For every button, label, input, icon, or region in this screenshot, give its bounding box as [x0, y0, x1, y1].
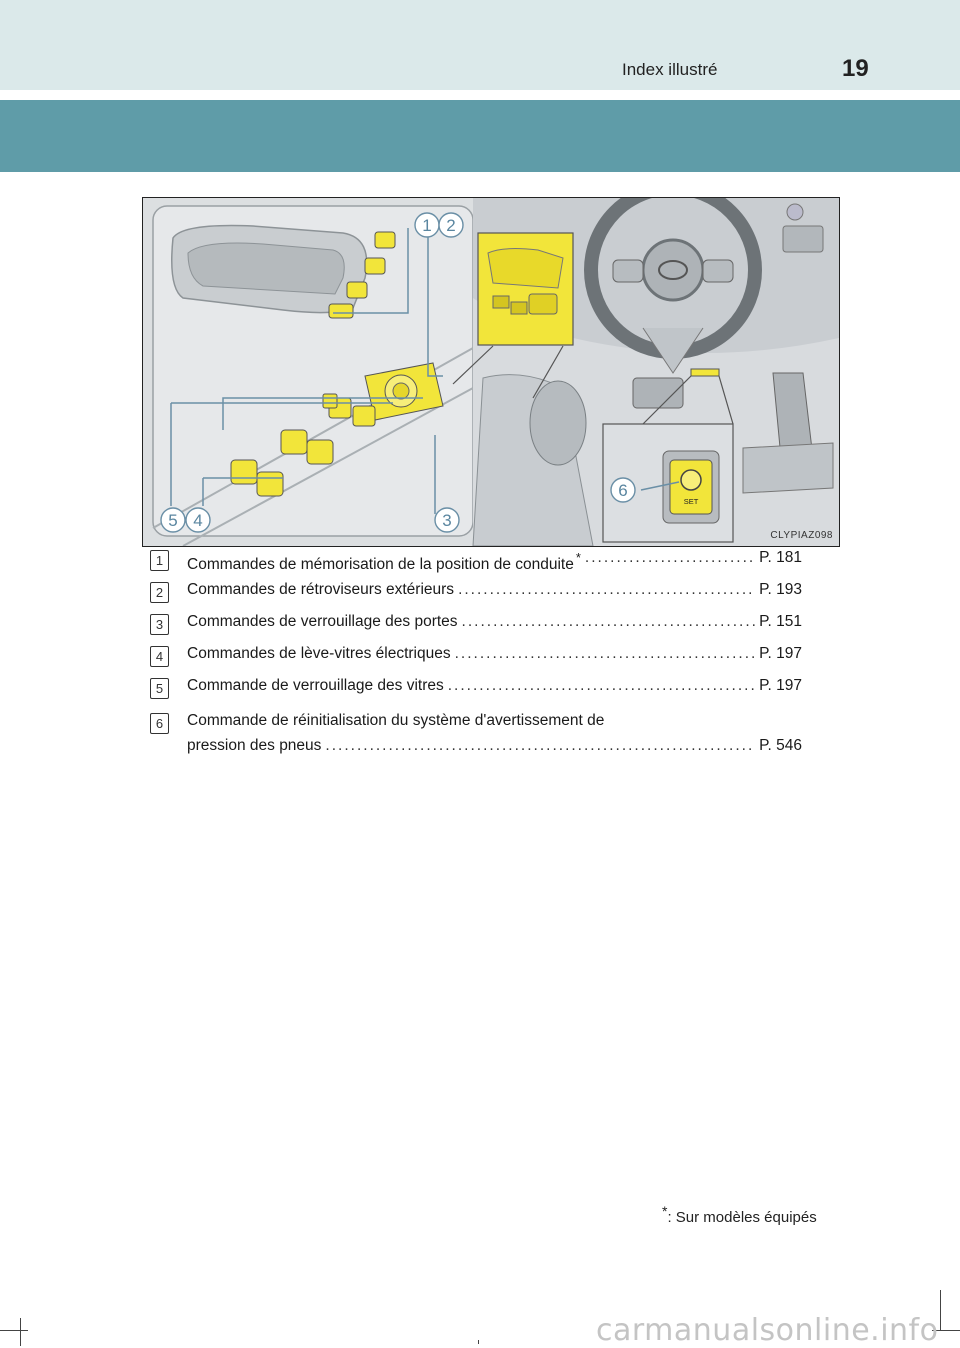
- callout-5: 5: [168, 511, 177, 530]
- window-lock-switch: [322, 393, 338, 409]
- crop-mark: [932, 1330, 960, 1331]
- callout-1: 1: [422, 216, 431, 235]
- item-number-badge: 3: [150, 614, 169, 635]
- item-label: Commande de verrouillage des vitres: [187, 677, 444, 694]
- item-label: Commandes de rétroviseurs extérieurs: [187, 581, 455, 598]
- callout-2: 2: [446, 216, 455, 235]
- figure-code: CLYPIAZ098: [770, 530, 833, 541]
- page-reference[interactable]: P. 197: [759, 645, 802, 662]
- crop-mark: [20, 1318, 21, 1346]
- item-label: Commandes de mémorisation de la position…: [187, 550, 581, 573]
- item-number-badge: 1: [150, 550, 169, 571]
- illustration-figure: SET 1 2 3 4 5 6 CLYPIAZ098: [142, 197, 840, 547]
- page-reference[interactable]: P. 181: [759, 549, 802, 566]
- callout-6: 6: [618, 481, 627, 500]
- watermark: carmanualsonline.info: [596, 1313, 939, 1348]
- crop-mark: [478, 1340, 479, 1344]
- set-label: SET: [684, 497, 699, 506]
- crop-mark: [0, 1330, 28, 1331]
- item-label: Commandes de lève-vitres électriques: [187, 645, 451, 662]
- crop-mark: [940, 1290, 941, 1330]
- star-icon: *: [575, 550, 581, 565]
- page-number: 19: [842, 55, 869, 82]
- dot-leader: [455, 643, 756, 665]
- dot-leader: [462, 611, 756, 633]
- list-item: 6 Commande de réinitialisation du systèm…: [150, 710, 802, 760]
- footnote-text: : Sur modèles équipés: [667, 1209, 817, 1226]
- item-number-badge: 6: [150, 713, 169, 734]
- callout-4: 4: [193, 511, 202, 530]
- dot-leader: [585, 547, 755, 576]
- item-number-badge: 5: [150, 678, 169, 699]
- footnote: *: Sur modèles équipés: [660, 1203, 817, 1226]
- page-reference[interactable]: P. 151: [759, 613, 802, 630]
- item-label: Commandes de verrouillage des portes: [187, 613, 458, 630]
- item-label-continued: pression des pneus: [187, 737, 322, 754]
- item-label: Commande de réinitialisation du système …: [187, 712, 605, 729]
- page-reference[interactable]: P. 193: [759, 581, 802, 598]
- cockpit-illustration: SET 1 2 3 4 5 6: [143, 198, 839, 546]
- dot-leader: [325, 735, 755, 757]
- section-title: Index illustré: [622, 60, 718, 79]
- item-number-badge: 2: [150, 582, 169, 603]
- dot-leader: [448, 675, 755, 697]
- page-reference[interactable]: P. 546: [759, 737, 802, 754]
- star-icon: *: [662, 1203, 668, 1219]
- callout-3: 3: [442, 511, 451, 530]
- mirror-control: [364, 362, 444, 421]
- page-reference[interactable]: P. 197: [759, 677, 802, 694]
- memory-buttons-group: [328, 231, 396, 319]
- dot-leader: [458, 579, 755, 601]
- item-number-badge: 4: [150, 646, 169, 667]
- teal-banner: [0, 100, 960, 172]
- header-band: [0, 0, 960, 90]
